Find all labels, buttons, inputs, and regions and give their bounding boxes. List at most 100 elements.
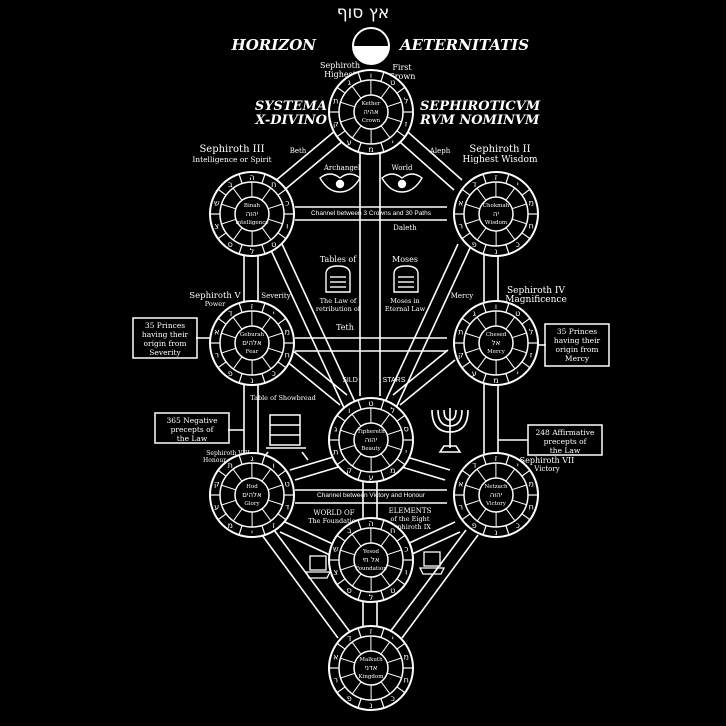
- label-daleth: Daleth: [393, 224, 417, 232]
- sephira-binah-ring-glyph: ו: [286, 221, 288, 230]
- system-left-2: X-DIVINO: [254, 113, 327, 128]
- sephira-hod-ring-glyph: ז: [272, 521, 275, 530]
- side-box-right-top: 35 Princes having their origin from Merc…: [544, 323, 610, 367]
- sephira-kether-ring-glyph: ז: [405, 119, 408, 128]
- moses-eternal-1: Moses in: [390, 297, 419, 305]
- sephira-malkuth-ring-glyph: נ: [369, 701, 372, 710]
- sephira-malkuth-ring-glyph: מ: [403, 653, 408, 662]
- sephira-binah-ring-glyph: ט: [271, 240, 276, 249]
- sephira-chesed-inner-0: Chesed: [486, 332, 507, 338]
- sephira-chokmah-ring-glyph: ד: [472, 180, 477, 189]
- system-left-1: SYSTEMA: [255, 99, 327, 114]
- sephira-binah-ring-glyph: ב: [228, 180, 233, 189]
- label-teth: Teth: [336, 323, 354, 332]
- tablet-right: [393, 265, 419, 293]
- sephira-hod-ring-glyph: ט: [285, 480, 290, 489]
- sephira-netzach-ring-glyph: ח: [529, 502, 534, 511]
- sephira-geburah-ring-glyph: מ: [284, 328, 289, 337]
- sephira-chokmah-ring-glyph: ז: [495, 173, 498, 182]
- sephira-geburah-ring-glyph: ר: [215, 350, 220, 359]
- sephira-chokmah-ring-glyph: י: [517, 180, 519, 189]
- chesed-title-1: Sephiroth IV: [507, 286, 565, 296]
- sephira-netzach-ring-glyph: י: [517, 461, 519, 470]
- sephira-hod-ring-glyph: י: [251, 528, 253, 537]
- sephira-hod-inner-2: Glory: [244, 501, 260, 507]
- sephira-chesed-ring-glyph: מ: [493, 376, 498, 385]
- paths: [243, 124, 499, 639]
- netzach-title-1: Sephiroth VII: [520, 456, 575, 465]
- law-retribution-2: retribution of: [316, 305, 361, 313]
- header-left: HORIZON: [231, 36, 318, 54]
- sephira-chesed-ring-glyph: ק: [458, 350, 464, 359]
- sephira-yesod-inner-0: Yesod: [362, 549, 380, 555]
- world-foundation-2: The Foundation: [308, 517, 360, 525]
- channel-bottom-label: Channel between Victory and Honour: [317, 492, 426, 499]
- kether-top-right-2: Crown: [389, 72, 416, 81]
- side-box-right-mid: 248 Affirmative precepts of the Law: [527, 424, 603, 456]
- sephira-yesod-ring-glyph: ח: [390, 526, 395, 535]
- sephira-yesod-inner-1: אל חי: [362, 556, 379, 564]
- label-world: World: [392, 164, 414, 172]
- sephira-tiphereth-ring-glyph: ק: [346, 466, 352, 475]
- label-table-showbread: Table of Showbread: [250, 394, 316, 402]
- sephira-chokmah-inner-2: Wisdom: [485, 220, 508, 226]
- sephira-yesod-ring-glyph: ו: [405, 567, 407, 576]
- label-tables-of: Tables of: [320, 255, 357, 264]
- side-box-left-mid-line3: the Law: [177, 434, 208, 443]
- sephira-chokmah-inner-0: Chokmah: [483, 203, 510, 209]
- sephira-malkuth-inner-1: אדני: [365, 664, 378, 672]
- sephira-chesed-ring-glyph: ג: [473, 309, 477, 318]
- moses-eternal-2: Eternal Law: [385, 305, 426, 313]
- label-stars: STARS: [383, 377, 406, 384]
- sephira-hod-ring-glyph: ק: [214, 480, 220, 489]
- sephira-geburah-ring-glyph: נ: [250, 376, 253, 385]
- sephira-kether-ring-glyph: ת: [333, 97, 338, 106]
- cherub-right: [381, 173, 423, 193]
- sephira-netzach-inner-2: Victory: [485, 501, 507, 507]
- sephira-geburah-ring-glyph: פ: [228, 369, 233, 378]
- sephira-binah-ring-glyph: ל: [250, 247, 255, 256]
- geburah-title-2: Power: [205, 300, 226, 308]
- sephira-binah-inner-0: Binah: [244, 203, 261, 209]
- sephira-tiphereth-ring-glyph: ט: [368, 399, 373, 408]
- sephira-hod-ring-glyph: ע: [214, 502, 219, 511]
- tablet-left: [325, 265, 351, 293]
- side-box-left-mid: 365 Negative precepts of the Law: [154, 412, 230, 444]
- sephira-netzach-ring-glyph: ד: [472, 461, 477, 470]
- sephira-kether-ring-glyph: ג: [348, 78, 352, 87]
- sephira-geburah-ring-glyph: ח: [285, 350, 290, 359]
- binah-title-2: Intelligence or Spirit: [192, 155, 271, 164]
- side-box-right-mid-line3: the Law: [550, 446, 581, 455]
- sephira-hod-inner-0: Hod: [246, 484, 258, 490]
- sephira-tiphereth-ring-glyph: ע: [368, 473, 373, 482]
- sephira-chesed-ring-glyph: ז: [530, 350, 533, 359]
- chokmah-title-1: Sephiroth II: [469, 144, 530, 155]
- kether-top-right-1: First: [392, 63, 412, 72]
- altar-left-icon: [304, 555, 332, 579]
- sephira-yesod-ring-glyph: צ: [333, 567, 338, 576]
- chesed-title-2: Magnificence: [505, 295, 567, 305]
- sephira-tiphereth-inner-0: Tiphereth: [357, 429, 385, 435]
- sephira-tiphereth-ring-glyph: מ: [390, 466, 395, 475]
- elements-2: of the Eight: [391, 515, 430, 523]
- sephira-geburah-ring-glyph: י: [273, 309, 275, 318]
- label-mercy: Mercy: [451, 292, 474, 300]
- sephira-yesod-inner-2: Foundation: [355, 566, 387, 572]
- binah-title-1: Sephiroth III: [199, 144, 264, 155]
- side-box-right-top-line3: origin from: [556, 345, 599, 354]
- sephira-malkuth-ring-glyph: ח: [404, 675, 409, 684]
- sephira-chokmah-ring-glyph: כ: [516, 240, 520, 249]
- sephira-kether-ring-glyph: ט: [390, 78, 395, 87]
- sephira-geburah-inner-2: Fear: [246, 349, 259, 355]
- sephira-tiphereth-ring-glyph: ס: [404, 425, 409, 434]
- sephira-netzach-ring-glyph: כ: [516, 521, 520, 530]
- sephira-binah-inner-2: Intelligence: [235, 220, 268, 226]
- sephira-chesed-ring-glyph: ל: [529, 328, 534, 337]
- sephira-netzach-ring-glyph: א: [458, 480, 463, 489]
- sephira-yesod-ring-glyph: כ: [404, 545, 408, 554]
